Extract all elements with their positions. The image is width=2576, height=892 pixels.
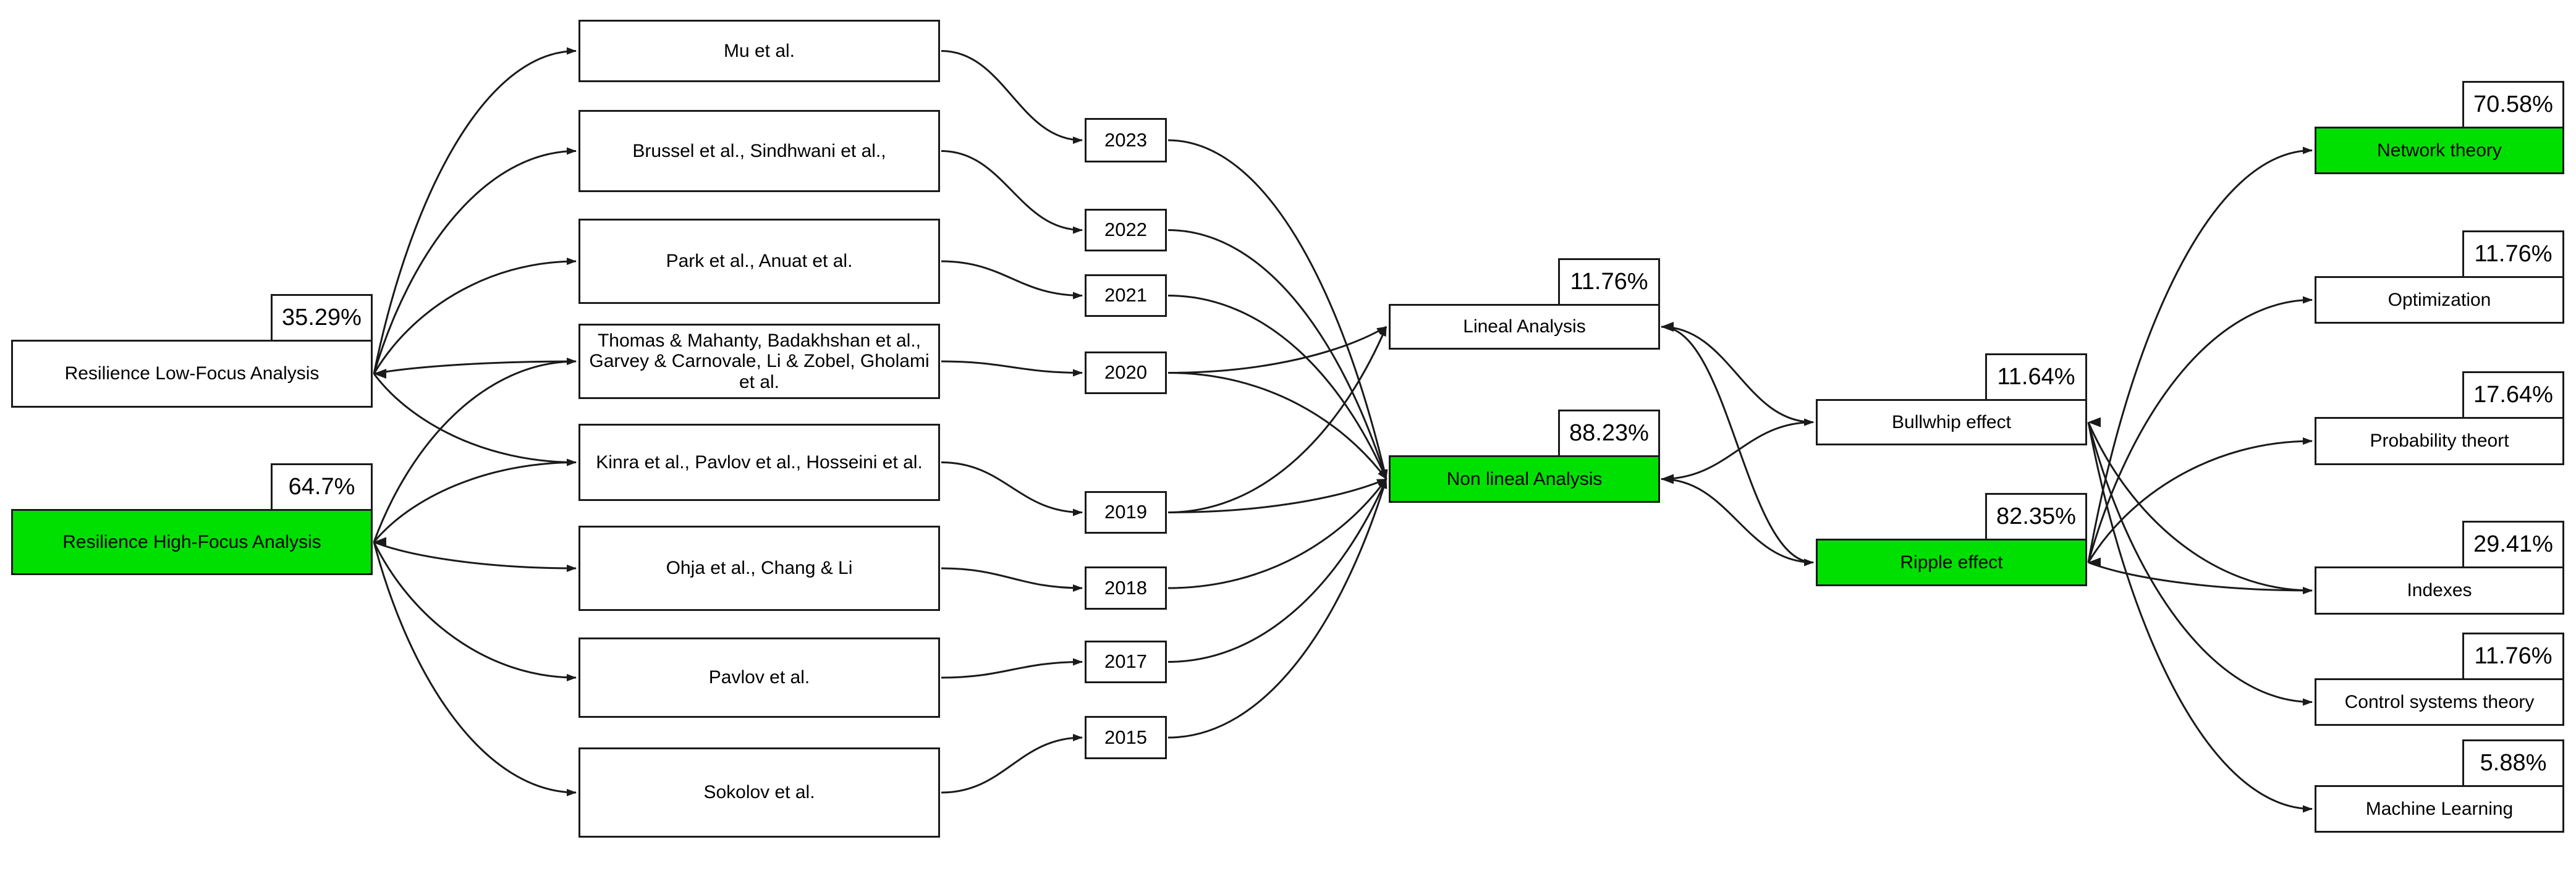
edge-high-ohja [373, 541, 577, 572]
edge-y2017-nonlineal [1167, 478, 1388, 663]
edge-y2019-lineal [1167, 326, 1388, 513]
node-park: Park et al., Anuat et al. [578, 219, 940, 304]
edge-bullwhip-control [2087, 422, 2313, 706]
edge-high-kinra [373, 458, 577, 543]
node-kinra: Kinra et al., Pavlov et al., Hosseini et… [578, 424, 940, 501]
back-arrowhead-icon-lineal [1661, 322, 1674, 332]
edge-lineal-ripple [1661, 326, 1814, 566]
node-high: Resilience High-Focus Analysis [11, 509, 373, 575]
node-ml: Machine Learning [2315, 785, 2564, 833]
edge-y2020-lineal [1167, 326, 1387, 374]
edge-high-sokolov [373, 542, 577, 796]
edge-ohja-y2018 [941, 567, 1083, 592]
back-arrowhead-icon-low [373, 369, 386, 379]
node-ohja: Ohja et al., Chang & Li [578, 526, 940, 611]
node-y2023: 2023 [1085, 118, 1167, 162]
node-optimization: Optimization [2315, 276, 2564, 324]
node-percent-ml: 5.88% [2462, 739, 2564, 787]
edge-pavlov-y2017 [941, 658, 1083, 679]
edge-kinra-y2019 [941, 461, 1083, 516]
edge-bullwhip-ml [2087, 422, 2313, 813]
edge-mu-y2023 [941, 50, 1083, 144]
back-arrow-group [373, 322, 2101, 568]
node-y2021: 2021 [1085, 274, 1167, 317]
node-bullwhip: Bullwhip effect [1816, 399, 2087, 445]
node-percent-ripple: 82.35% [1985, 493, 2087, 541]
back-arrowhead-icon-high [373, 537, 386, 547]
edge-sokolov-y2015 [941, 734, 1083, 794]
node-percent-network: 70.58% [2462, 81, 2564, 128]
edge-high-pavlov [373, 541, 577, 681]
node-sokolov: Sokolov et al. [578, 747, 940, 838]
node-ripple: Ripple effect [1816, 539, 2087, 586]
node-percent-indexes: 29.41% [2462, 521, 2564, 568]
edge-y2022-nonlineal [1167, 229, 1388, 480]
node-nonlineal: Non lineal Analysis [1389, 455, 1660, 503]
edge-y2019-nonlineal [1167, 478, 1387, 513]
node-pavlov: Pavlov et al. [578, 637, 940, 718]
node-indexes: Indexes [2315, 566, 2564, 615]
edge-ripple-probability [2087, 437, 2313, 563]
edge-brussel-y2022 [941, 150, 1083, 234]
edge-y2021-nonlineal [1167, 295, 1388, 480]
back-arrowhead-icon-ripple [2088, 557, 2101, 568]
node-percent-bullwhip: 11.64% [1985, 353, 2087, 401]
node-control: Control systems theory [2315, 678, 2564, 726]
node-percent-control: 11.76% [2462, 633, 2564, 680]
node-y2017: 2017 [1085, 641, 1167, 683]
node-percent-nonlineal: 88.23% [1558, 410, 1660, 457]
edge-y2020-nonlineal [1167, 372, 1388, 480]
node-low: Resilience Low-Focus Analysis [11, 340, 373, 408]
node-y2015: 2015 [1085, 716, 1167, 759]
edge-ripple-network [2087, 146, 2313, 563]
edge-thomas-y2020 [941, 360, 1083, 377]
edge-ripple-optimization [2087, 296, 2313, 563]
node-percent-probability: 17.64% [2462, 371, 2564, 419]
edge-bullwhip-indexes [2087, 421, 2313, 594]
node-percent-low: 35.29% [271, 294, 373, 342]
node-mu: Mu et al. [578, 20, 940, 82]
node-brussel: Brussel et al., Sindhwani et al., [578, 110, 940, 192]
edge-low-mu [373, 47, 577, 374]
edge-low-brussel [373, 147, 577, 374]
node-probability: Probability theort [2315, 417, 2564, 465]
node-percent-lineal: 11.76% [1558, 258, 1660, 306]
node-y2018: 2018 [1085, 566, 1167, 610]
edge-high-thomas [373, 358, 577, 543]
node-lineal: Lineal Analysis [1389, 304, 1660, 350]
back-arrowhead-icon-nonlineal [1661, 474, 1674, 484]
node-percent-optimization: 11.76% [2462, 230, 2564, 278]
back-arrowhead-icon-bullwhip [2088, 417, 2101, 427]
edge-low-thomas [373, 358, 577, 375]
edge-park-y2021 [941, 260, 1083, 300]
edge-lineal-bullwhip [1661, 326, 1814, 426]
node-y2020: 2020 [1085, 351, 1167, 394]
edge-group [373, 47, 2313, 813]
node-y2022: 2022 [1085, 209, 1167, 251]
edge-nonlineal-bullwhip [1661, 418, 1814, 480]
edge-low-kinra [373, 373, 577, 466]
edge-y2015-nonlineal [1167, 478, 1388, 739]
edge-y2018-nonlineal [1167, 478, 1388, 589]
edge-y2023-nonlineal [1167, 139, 1388, 480]
node-percent-high: 64.7% [271, 463, 373, 511]
edge-low-park [373, 258, 577, 374]
node-y2019: 2019 [1085, 491, 1167, 534]
node-network: Network theory [2315, 127, 2564, 174]
edge-ripple-indexes [2088, 562, 2313, 594]
edge-nonlineal-ripple [1661, 478, 1814, 566]
node-thomas: Thomas & Mahanty, Badakhshan et al., Gar… [578, 324, 940, 399]
